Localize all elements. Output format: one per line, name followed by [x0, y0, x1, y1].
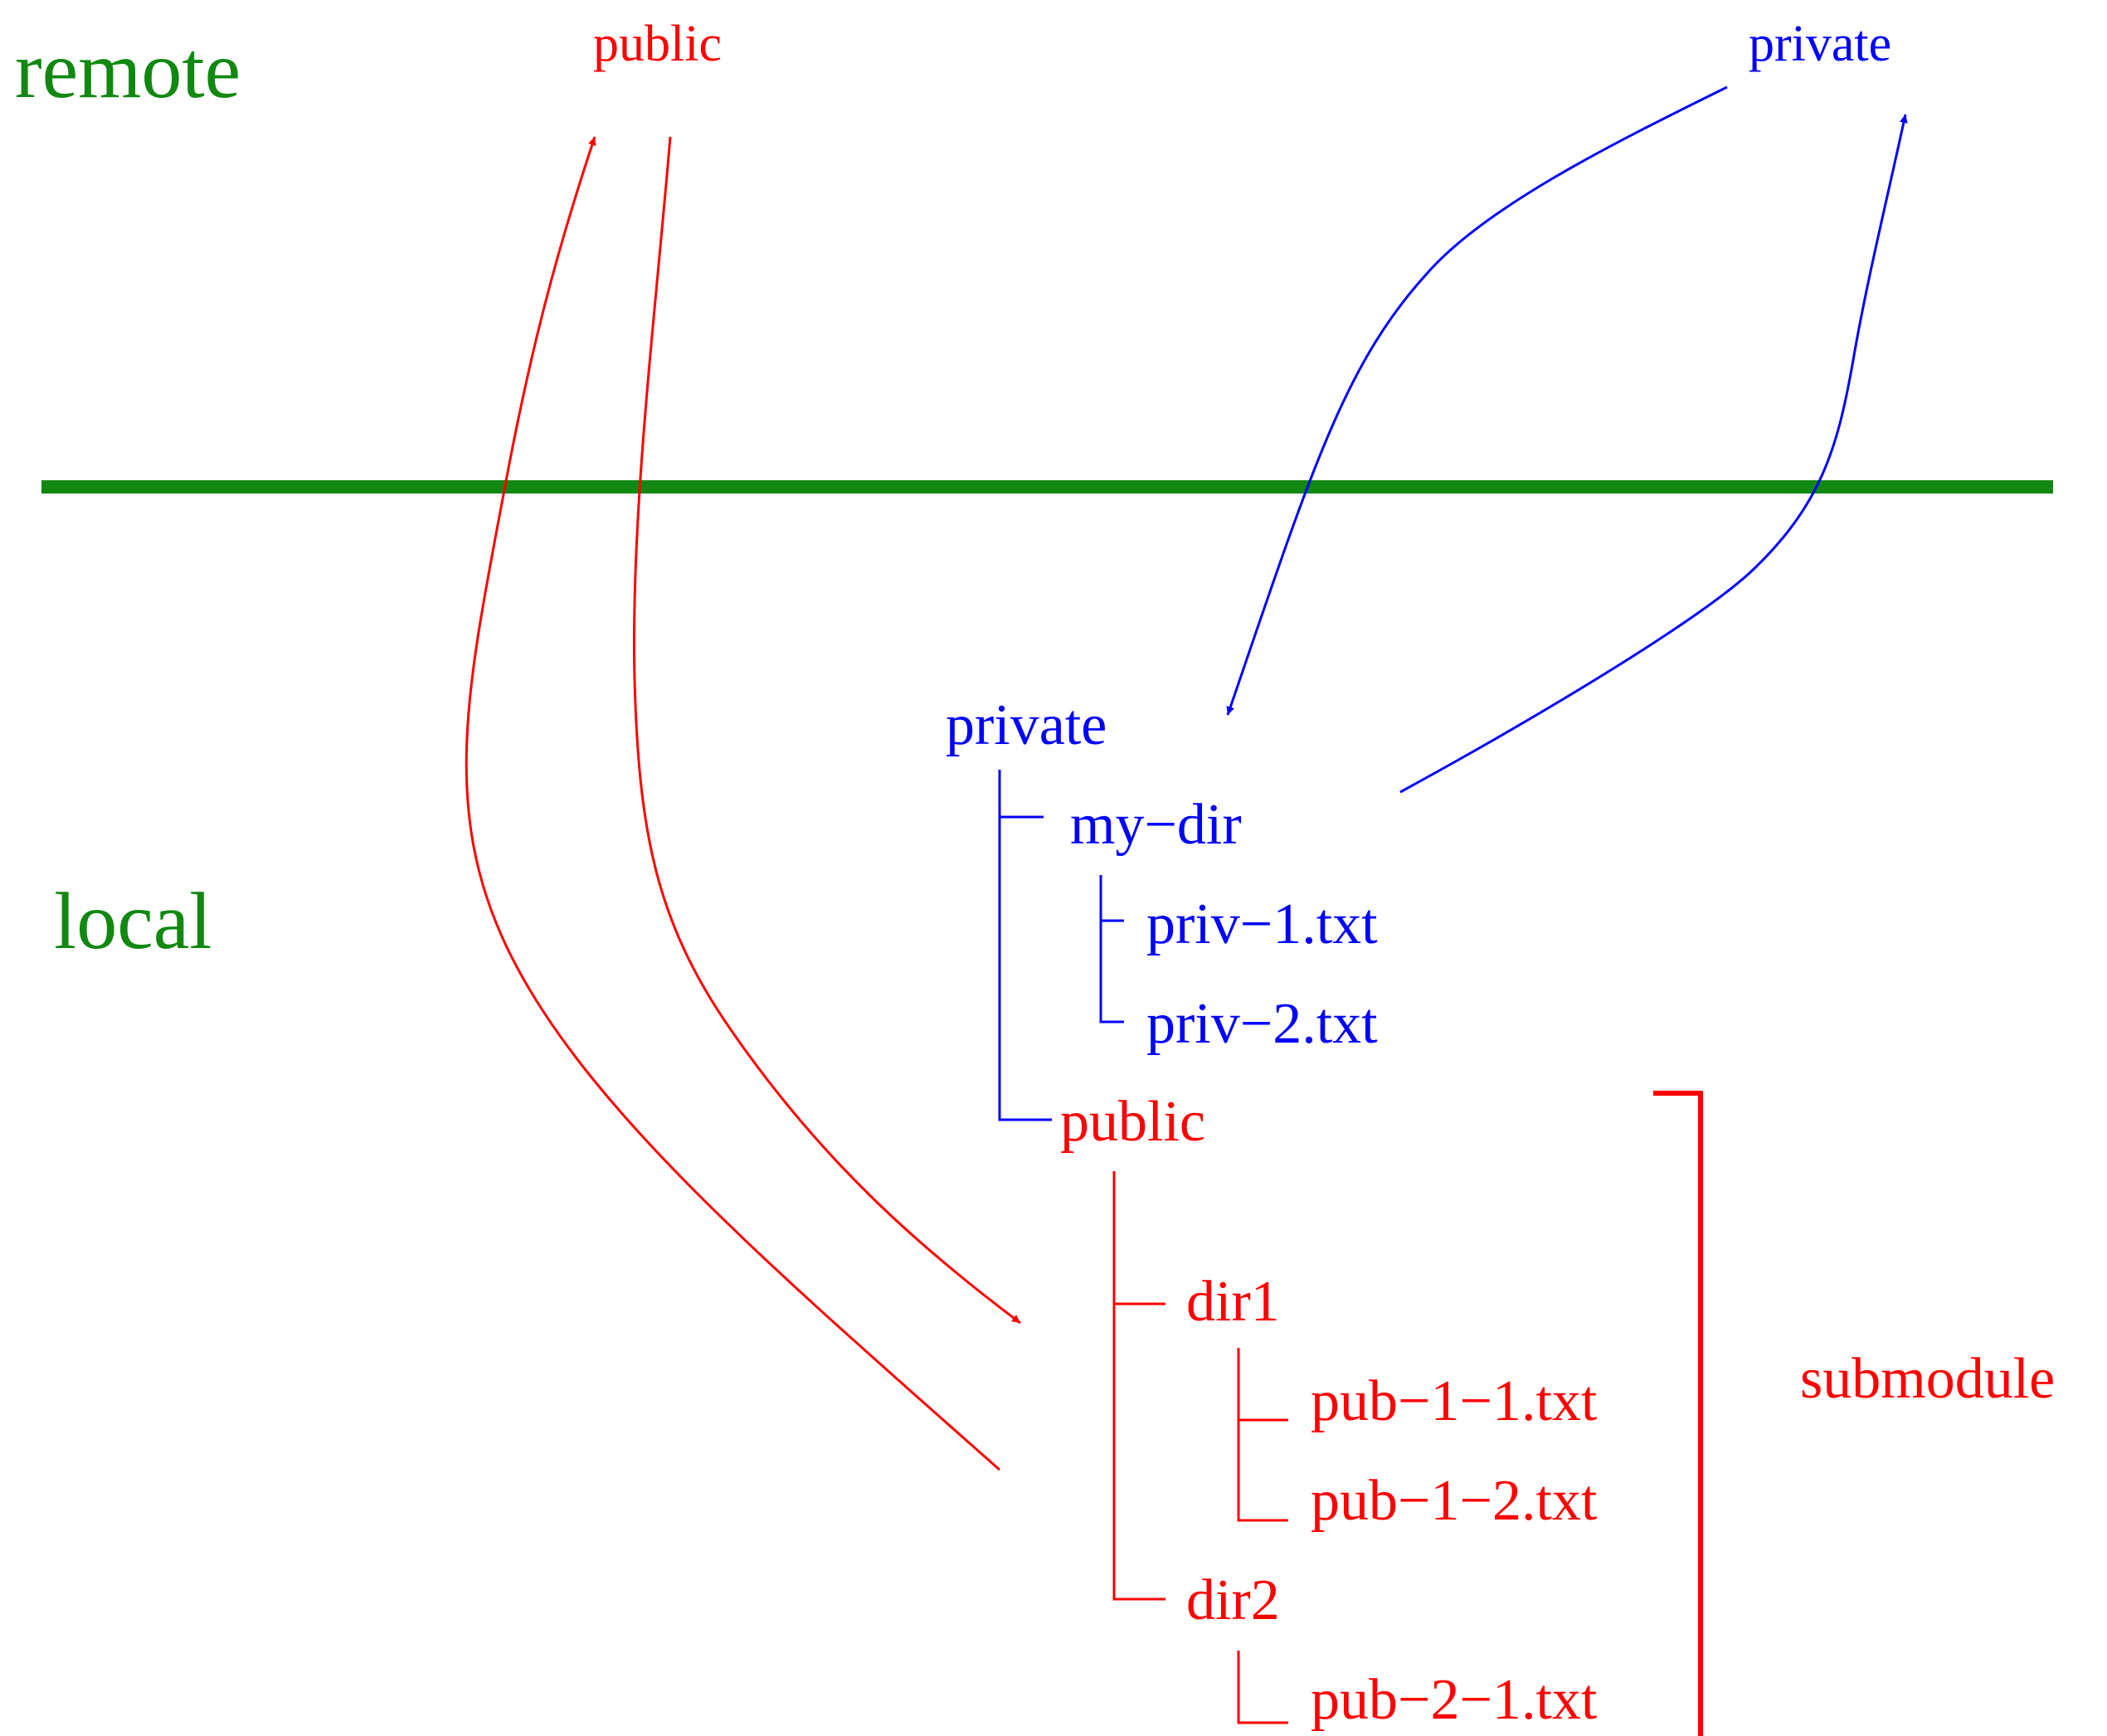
- local-zone-label: local: [54, 877, 212, 966]
- dir1-label: dir1: [1186, 1270, 1280, 1334]
- pub-1-1-file-label: pub−1−1.txt: [1311, 1369, 1598, 1433]
- pub-1-2-file-label: pub−1−2.txt: [1311, 1469, 1598, 1533]
- public-pull-arrow: [632, 136, 1021, 1325]
- priv-1-file-label: priv−1.txt: [1146, 892, 1378, 956]
- my-dir-label: my−dir: [1070, 793, 1242, 857]
- remote-zone-label: remote: [15, 26, 241, 115]
- private-tree-connector: [998, 770, 1052, 1121]
- local-private-root-label: private: [946, 693, 1107, 757]
- priv-2-file-label: priv−2.txt: [1146, 992, 1378, 1056]
- public-push-arrow: [465, 136, 1000, 1471]
- my-dir-tree-connector: [1099, 875, 1124, 1024]
- local-public-label: public: [1060, 1090, 1205, 1154]
- private-pull-arrow: [1226, 85, 1728, 716]
- public-tree-connector: [1112, 1171, 1165, 1601]
- submodule-label: submodule: [1800, 1347, 2056, 1411]
- remote-private-repo-label: private: [1749, 16, 1892, 72]
- dir2-label: dir2: [1186, 1568, 1280, 1632]
- dir1-tree-connector: [1237, 1348, 1288, 1522]
- submodule-bracket: [1653, 1091, 1703, 1736]
- pub-2-1-file-label: pub−2−1.txt: [1311, 1668, 1598, 1732]
- dir2-tree-connector: [1237, 1651, 1288, 1724]
- remote-public-repo-label: public: [593, 16, 722, 72]
- private-push-arrow: [1399, 114, 1908, 794]
